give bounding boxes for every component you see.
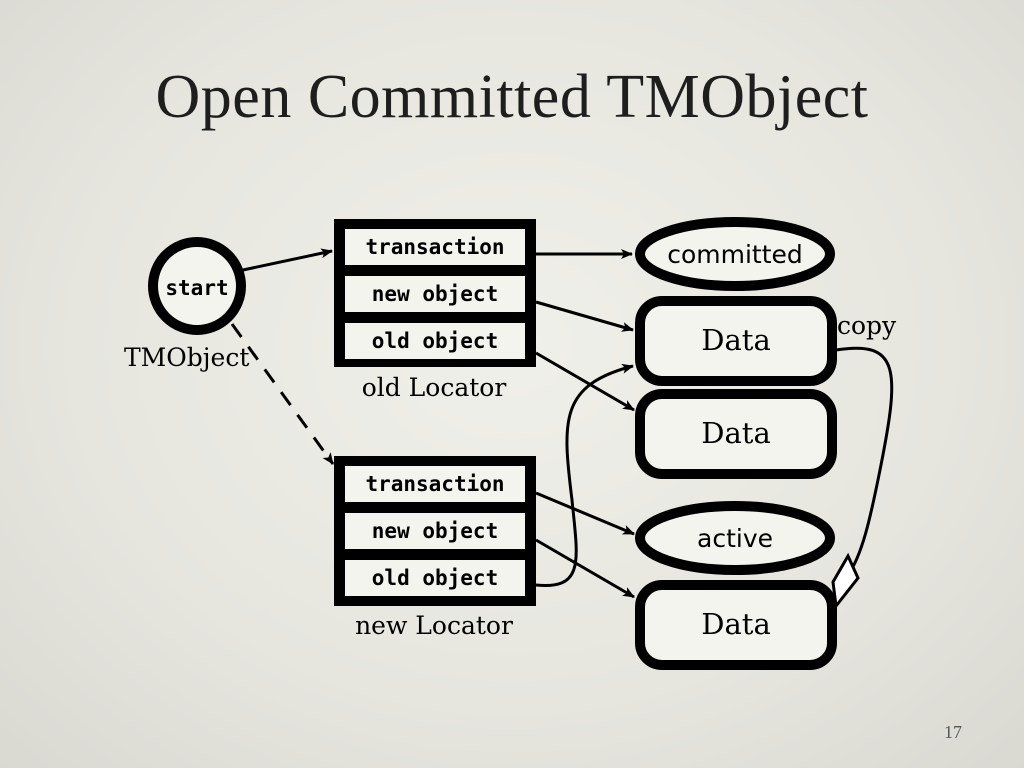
- new-locator-old-object-text: old object: [372, 566, 498, 590]
- active-status-node: [635, 501, 835, 575]
- tmobject-start-node: [148, 237, 246, 335]
- arrow-old-old-object-to-data: [535, 351, 635, 412]
- copy-label: copy: [837, 311, 897, 340]
- new-locator-field-new-object: [345, 513, 525, 549]
- arrow-start-to-new-locator: [230, 323, 335, 465]
- old-locator: transaction new object old object: [334, 219, 536, 367]
- old-locator-field-transaction: [345, 229, 525, 265]
- data-node-active-new-label: Data: [701, 607, 770, 641]
- arrow-start-to-old-locator: [242, 248, 333, 272]
- old-locator-caption: old Locator: [362, 373, 507, 402]
- committed-status-node: [635, 217, 835, 291]
- data-node-active-new: [635, 580, 837, 670]
- committed-status-label: committed: [667, 240, 803, 269]
- old-locator-new-object-text: new object: [372, 282, 498, 306]
- new-locator-caption: new Locator: [355, 611, 513, 640]
- new-locator-field-old-object: [345, 560, 525, 596]
- new-locator-field-transaction: [345, 466, 525, 502]
- page-number: 17: [944, 722, 962, 742]
- new-locator-transaction-text: transaction: [365, 472, 504, 496]
- copy-arrowhead-icon: [831, 552, 860, 610]
- old-locator-field-old-object: [345, 323, 525, 359]
- data-node-committed-old-label: Data: [701, 416, 770, 450]
- slide-title: Open Committed TMObject: [155, 63, 869, 131]
- arrow-new-new-object-to-data: [535, 538, 635, 599]
- data-node-committed-new-label: Data: [701, 323, 770, 357]
- arrow-new-transaction-to-active: [535, 491, 635, 536]
- new-locator: transaction new object old object: [334, 456, 536, 606]
- new-locator-new-object-text: new object: [372, 519, 498, 543]
- tmobject-caption: TMObject: [124, 343, 249, 372]
- tmobject-start-label: start: [165, 276, 228, 300]
- old-locator-transaction-text: transaction: [365, 235, 504, 259]
- data-node-committed-new: [635, 296, 837, 386]
- arrow-old-new-object-to-data: [535, 300, 634, 332]
- copy-curve: [835, 346, 894, 576]
- active-status-label: active: [697, 524, 773, 553]
- arrow-new-old-object-to-data: [535, 363, 634, 588]
- old-locator-old-object-text: old object: [372, 329, 498, 353]
- data-node-committed-old: [635, 389, 837, 479]
- old-locator-field-new-object: [345, 276, 525, 312]
